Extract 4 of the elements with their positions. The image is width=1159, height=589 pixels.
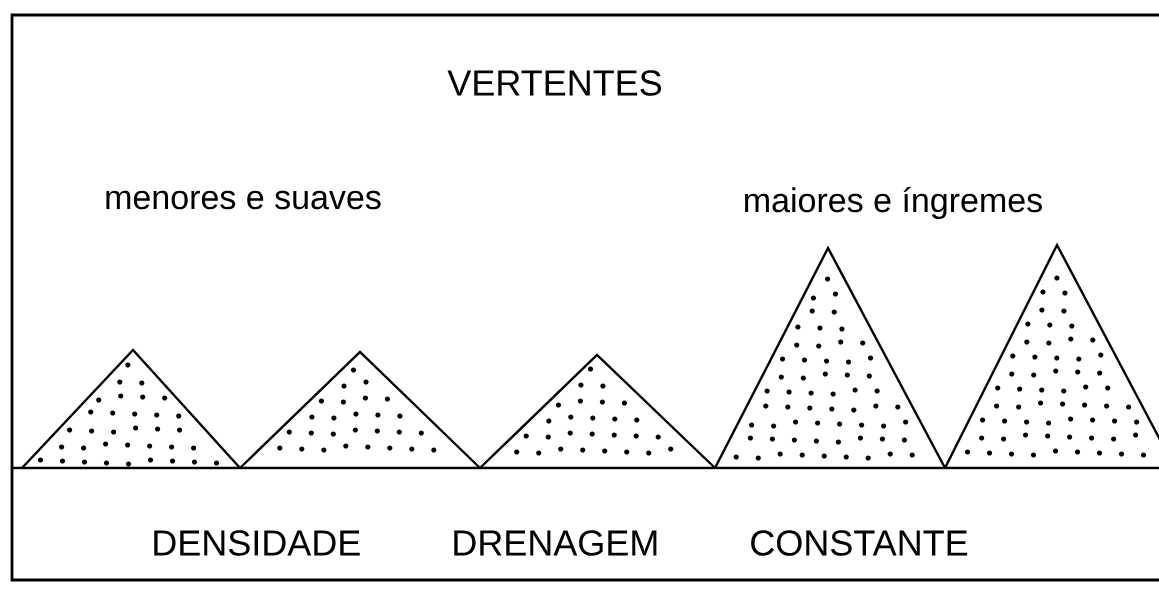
label-text: DENSIDADE DRENAGEM CONSTANTE bbox=[154, 530, 968, 556]
label-text: maiores e íngremes bbox=[745, 186, 1042, 220]
label-text: menores e suaves bbox=[106, 190, 381, 210]
heading: VERTENTES bbox=[447, 70, 662, 96]
